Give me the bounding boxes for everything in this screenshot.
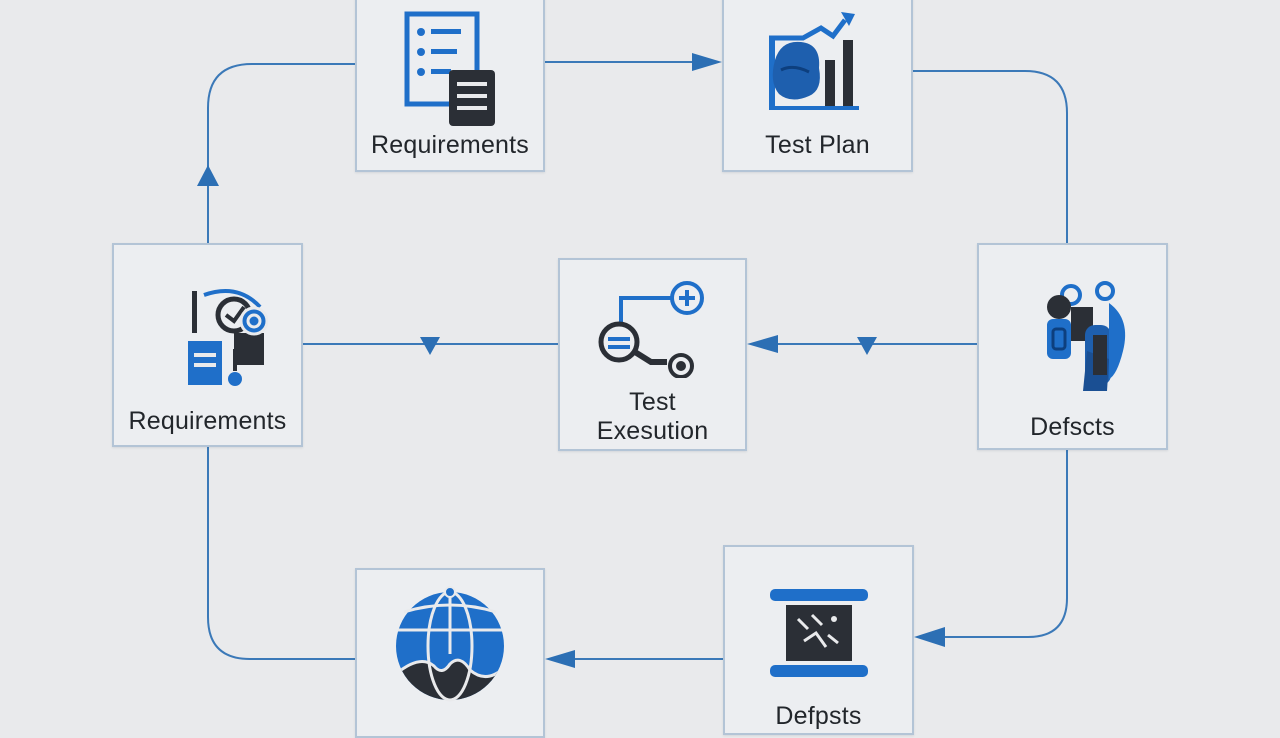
- node-label: Defpsts: [775, 702, 862, 730]
- globe-icon: [396, 586, 504, 702]
- node-label-line2: Exesution: [596, 417, 709, 445]
- arrowhead-right: [692, 53, 722, 71]
- gauge-document-icon: [187, 289, 268, 386]
- arrowhead-left: [747, 335, 778, 353]
- node-label: Requirements: [128, 407, 287, 435]
- scroll-board-icon: [769, 589, 868, 677]
- arrowhead-left: [914, 627, 945, 647]
- checklist-document-icon: [404, 11, 495, 126]
- arrowhead-down: [857, 337, 877, 355]
- arrowhead-up: [197, 165, 219, 186]
- node-label-line1: Test: [629, 388, 676, 416]
- people-group-icon: [1046, 281, 1125, 391]
- node-label: Test Plan: [765, 131, 870, 159]
- connected-nodes-icon: [598, 281, 704, 378]
- connector-defects-to-bottom: [925, 450, 1068, 638]
- node-globe[interactable]: [355, 568, 545, 738]
- connector-globe-to-left: [207, 447, 355, 660]
- arrowhead-left: [545, 650, 575, 668]
- node-label: Requirements: [370, 131, 530, 159]
- node-defects-right[interactable]: Defscts: [977, 243, 1168, 450]
- node-defects-bottom[interactable]: Defpsts: [723, 545, 914, 735]
- node-test-execution[interactable]: Test Exesution: [558, 258, 747, 451]
- arrowhead-down: [420, 337, 440, 355]
- connector-left-to-top: [207, 63, 355, 243]
- bar-chart-growth-icon: [768, 12, 859, 110]
- node-label: Defscts: [1030, 413, 1115, 441]
- node-requirements-left[interactable]: Requirements: [112, 243, 303, 447]
- flow-connectors: [197, 53, 1068, 668]
- connector-plan-to-defects: [913, 70, 1068, 243]
- node-requirements-top[interactable]: Requirements: [355, 0, 545, 172]
- node-test-plan[interactable]: Test Plan: [722, 0, 913, 172]
